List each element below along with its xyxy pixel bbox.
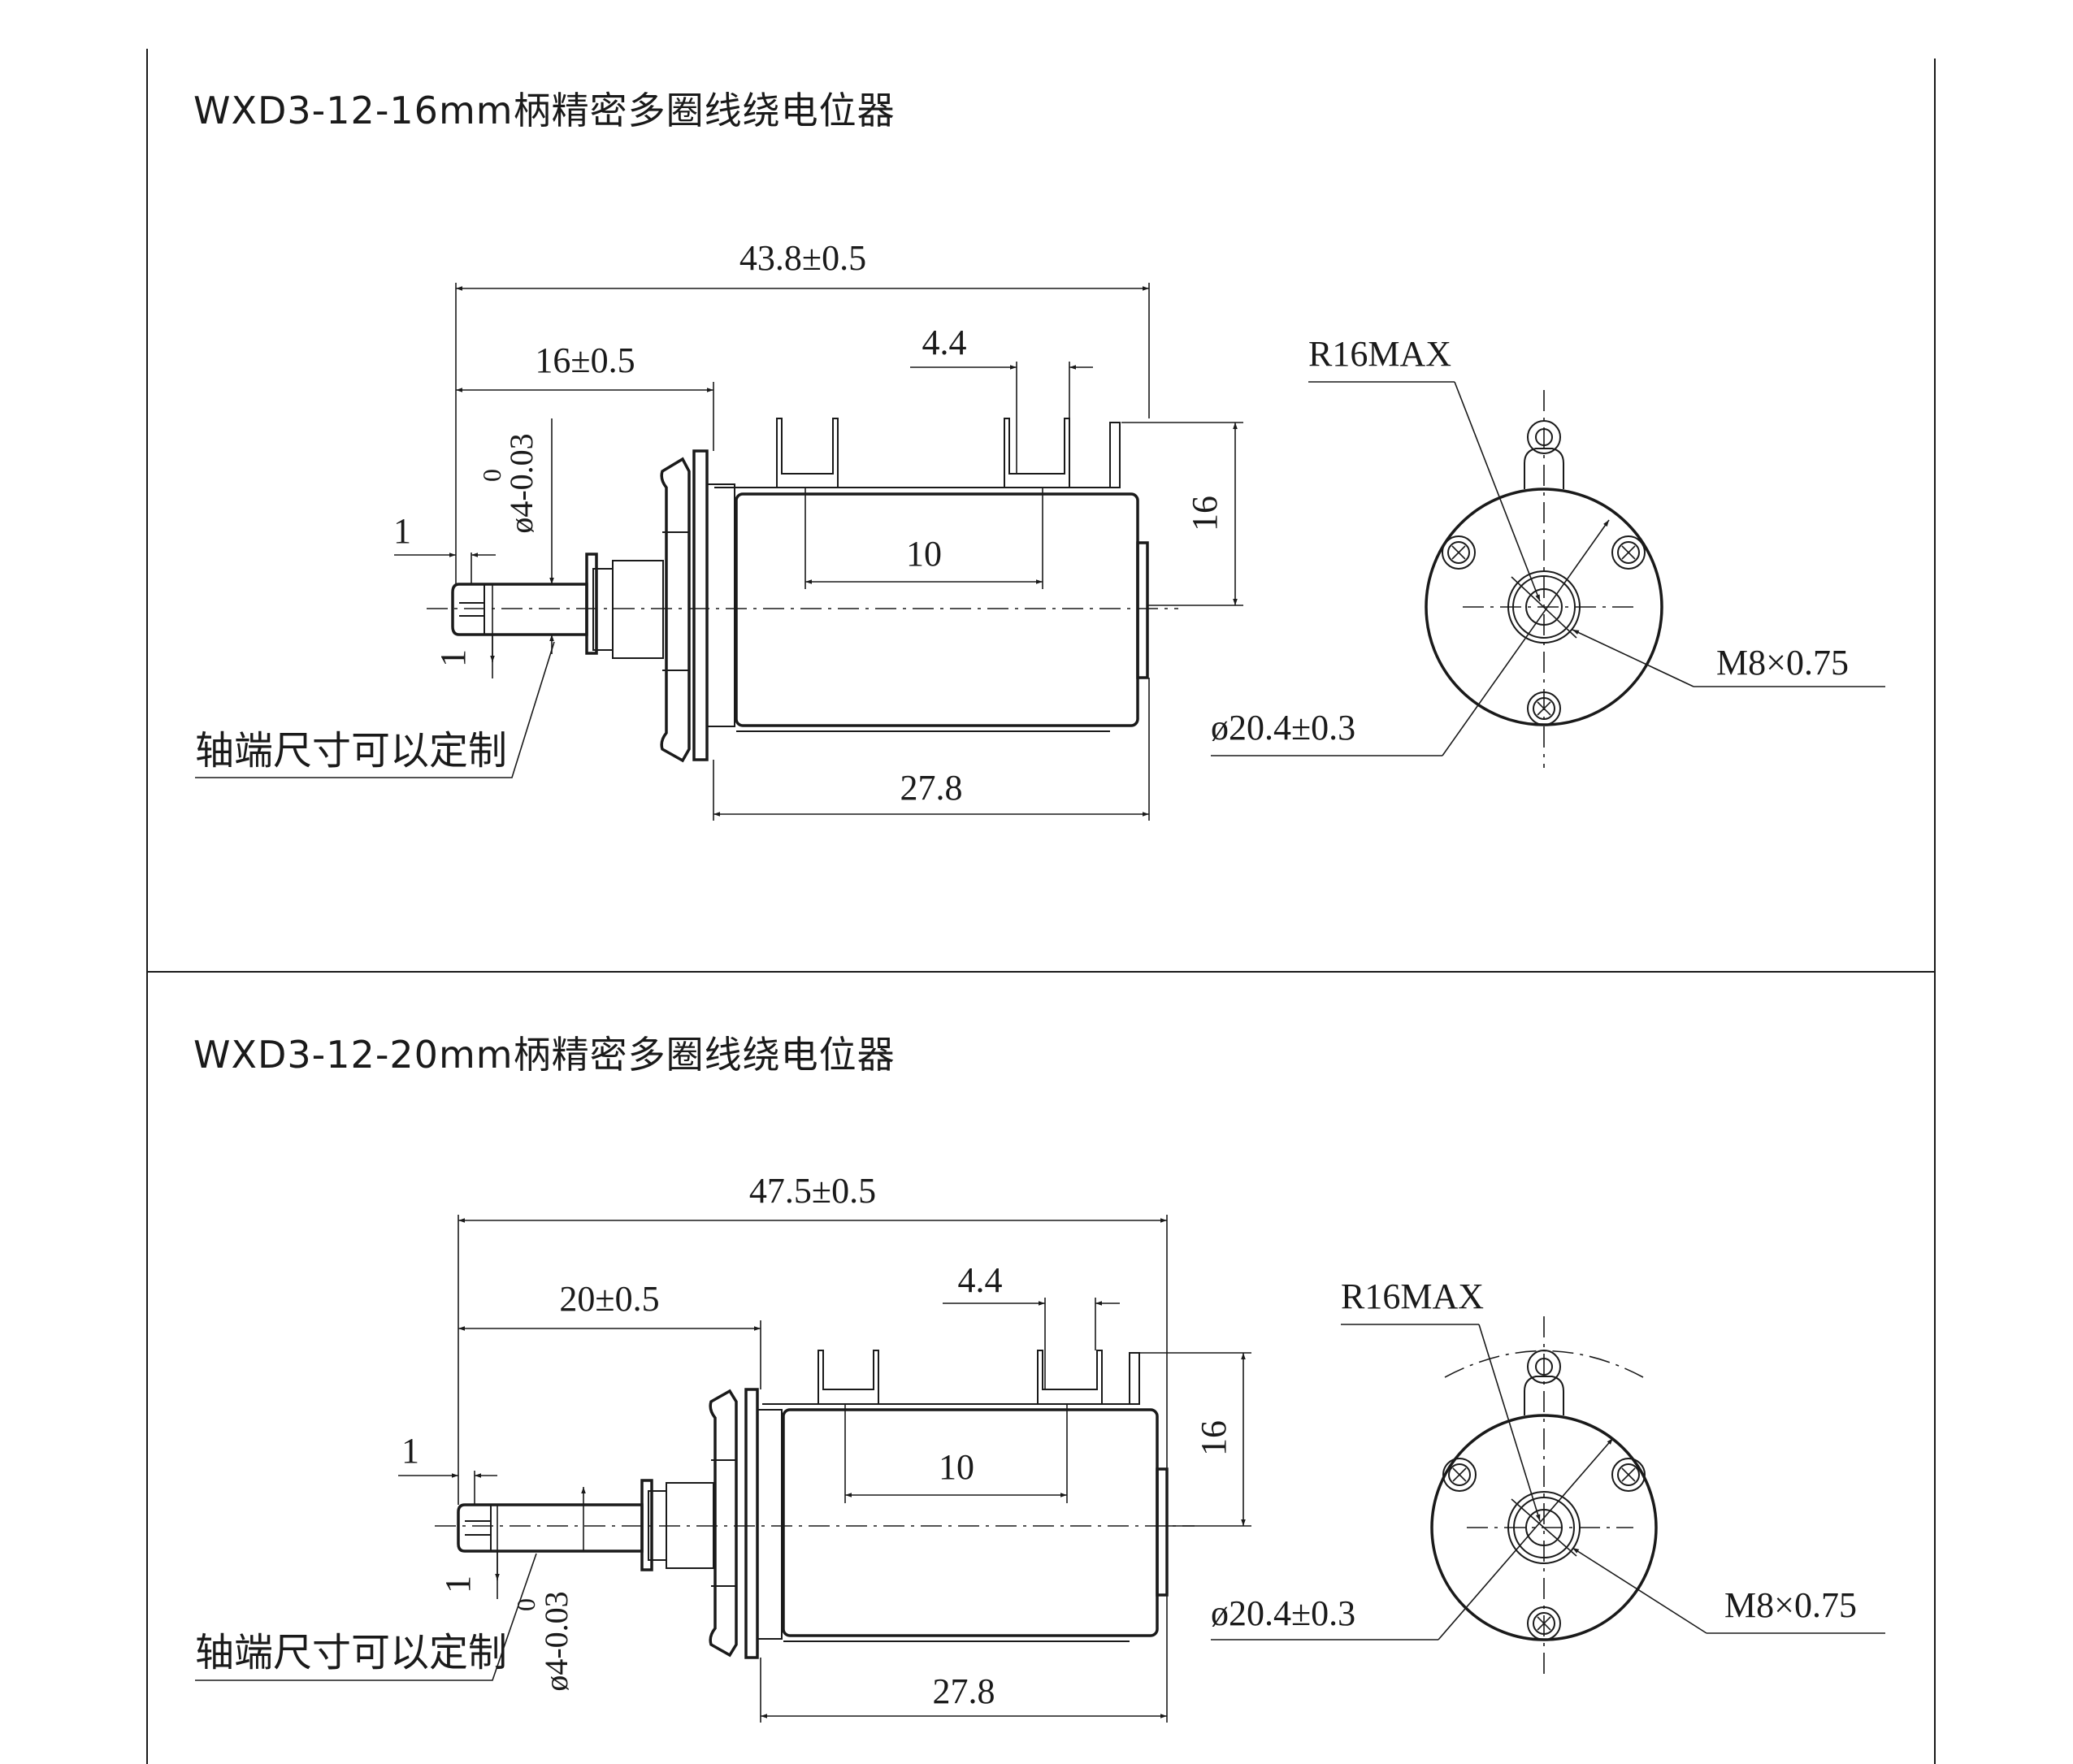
dimensions-16mm: 43.8±0.5 16±0.5 4.4 10 16 (195, 238, 1243, 821)
dim-radius-16mm: R16MAX (1308, 334, 1451, 374)
dim-terminal-20mm: 4.4 (958, 1260, 1003, 1300)
end-view-16mm: R16MAX M8×0.75 ø20.4±0.3 (1211, 334, 1885, 768)
dimensions-20mm: 47.5±0.5 20±0.5 4.4 10 16 (195, 1171, 1251, 1723)
dim-overall-16mm: 43.8±0.5 (739, 238, 866, 278)
dim-height-20mm: 16 (1194, 1420, 1234, 1456)
dim-tip-top-16mm: 1 (393, 511, 411, 551)
dim-dia-main-16mm: ø4-0.03 (503, 433, 540, 533)
end-view-20mm: R16MAX M8×0.75 ø20.4±0.3 (1211, 1276, 1885, 1674)
note-customizable-16mm: 轴端尺寸可以定制 (195, 728, 507, 774)
dim-dia-main-20mm: ø4-0.03 (538, 1591, 575, 1691)
drawing-16mm: 43.8±0.5 16±0.5 4.4 10 16 (195, 238, 1885, 821)
dim-thread-16mm: M8×0.75 (1716, 643, 1849, 683)
dim-height-16mm: 16 (1185, 496, 1225, 531)
screw-right-20mm (1611, 1458, 1646, 1492)
dim-shaft-16mm: 16±0.5 (535, 340, 635, 380)
dim-outer-16mm: ø20.4±0.3 (1211, 708, 1355, 748)
dim-dia-top-16mm: 0 (477, 469, 506, 482)
side-view-20mm (435, 1350, 1195, 1659)
screw-left-20mm (1442, 1458, 1477, 1492)
dim-shaft-20mm: 20±0.5 (559, 1279, 659, 1319)
drawing-20mm: 47.5±0.5 20±0.5 4.4 10 16 (195, 1171, 1885, 1723)
dim-tip-bottom-16mm: 1 (433, 649, 473, 667)
dim-tip-bottom-20mm: 1 (438, 1575, 478, 1593)
dim-pitch-20mm: 10 (939, 1447, 974, 1487)
dim-body-20mm: 27.8 (933, 1671, 995, 1711)
screw-left-16mm (1442, 535, 1476, 570)
dim-radius-20mm: R16MAX (1341, 1276, 1484, 1316)
screw-right-16mm (1611, 535, 1646, 570)
side-view-16mm (427, 418, 1178, 763)
dim-tip-top-20mm: 1 (401, 1431, 419, 1471)
dim-dia-top-20mm: 0 (511, 1598, 540, 1611)
dim-terminal-16mm: 4.4 (922, 323, 967, 362)
dim-body-16mm: 27.8 (900, 768, 963, 808)
dim-thread-20mm: M8×0.75 (1724, 1585, 1857, 1625)
note-customizable-20mm: 轴端尺寸可以定制 (195, 1630, 507, 1675)
drawing-title-20mm: WXD3-12-20mm柄精密多圈线绕电位器 (193, 1033, 896, 1077)
dim-outer-20mm: ø20.4±0.3 (1211, 1593, 1355, 1633)
dim-overall-20mm: 47.5±0.5 (749, 1171, 876, 1211)
drawing-title-16mm: WXD3-12-16mm柄精密多圈线绕电位器 (193, 89, 896, 132)
dim-pitch-16mm: 10 (906, 534, 942, 574)
frame (146, 49, 1936, 1764)
